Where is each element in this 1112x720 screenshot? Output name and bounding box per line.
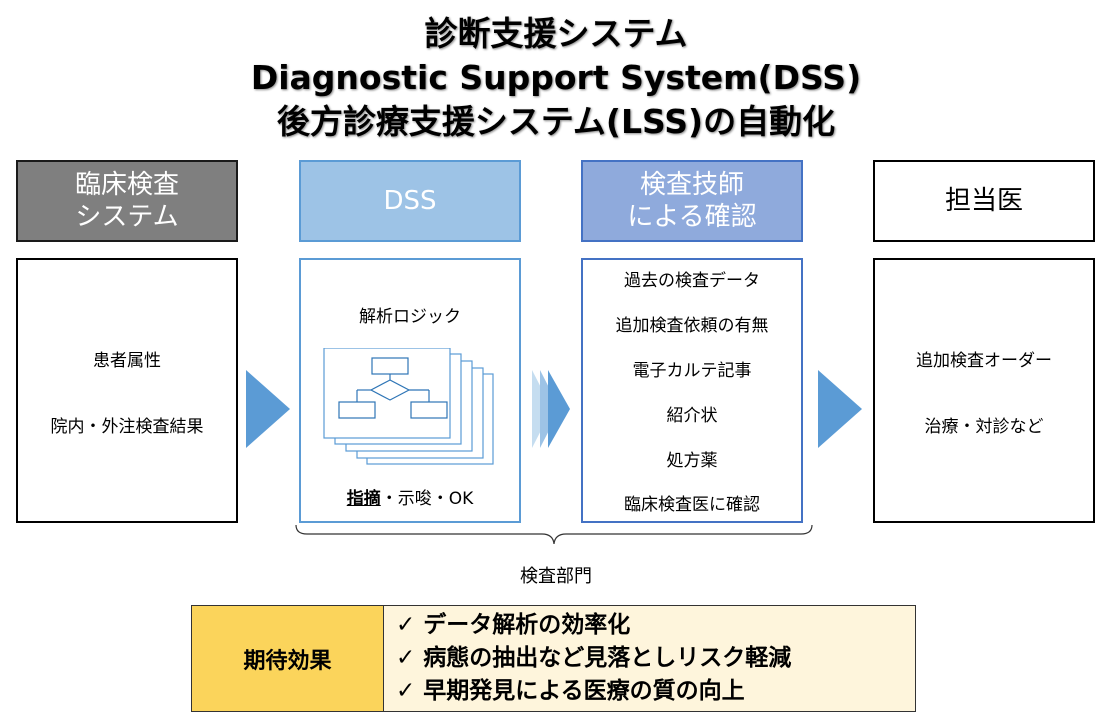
- panel-technician: 過去の検査データ 追加検査依頼の有無 電子カルテ記事 紹介状 処方薬 臨床検査医…: [581, 258, 803, 523]
- panel-doctor: 追加検査オーダー 治療・対診など: [873, 258, 1095, 523]
- panel-dss: 解析ロジック 指摘・示唆・OK: [299, 258, 521, 523]
- arrow-right-icon-2: [818, 370, 862, 448]
- item-test-results: 院内・外注検査結果: [50, 417, 204, 437]
- title-line-1: 診断支援システム: [424, 14, 688, 53]
- panel-clinical-lab: 患者属性 院内・外注検査結果: [16, 258, 238, 523]
- arrow-right-icon: [246, 370, 290, 448]
- department-bracket: [295, 524, 813, 545]
- header-technician-check: 検査技師 による確認: [581, 160, 803, 242]
- item-confirm-physician: 臨床検査医に確認: [624, 495, 760, 515]
- header-dss: DSS: [299, 160, 521, 242]
- effects-label: 期待効果: [191, 605, 384, 712]
- item-referral-letter: 紹介状: [666, 406, 718, 426]
- logic-label: 解析ロジック: [359, 307, 461, 327]
- arrow-gradient-right-icon: [532, 370, 570, 448]
- logic-diagram-icon: [323, 348, 494, 465]
- item-emr-record: 電子カルテ記事: [632, 361, 752, 381]
- title-line-2: Diagnostic Support System(DSS): [250, 58, 862, 97]
- effect-item-3: ✓ 早期発見による医療の質の向上: [396, 678, 745, 704]
- header-clinical-lab-system: 臨床検査 システム: [16, 160, 238, 242]
- effect-item-2: ✓ 病態の抽出など見落としリスク軽減: [396, 645, 792, 671]
- dss-output: 指摘・示唆・OK: [301, 484, 519, 509]
- title-line-3: 後方診療支援システム(LSS)の自動化: [276, 102, 836, 141]
- output-rest: ・示唆・OK: [380, 489, 474, 509]
- effect-item-1: ✓ データ解析の効率化: [396, 612, 631, 638]
- item-prescription: 処方薬: [666, 451, 718, 471]
- expected-effects-table: 期待効果 ✓ データ解析の効率化 ✓ 病態の抽出など見落としリスク軽減 ✓ 早期…: [191, 605, 916, 712]
- effects-list: ✓ データ解析の効率化 ✓ 病態の抽出など見落としリスク軽減 ✓ 早期発見による…: [383, 605, 916, 712]
- item-past-data: 過去の検査データ: [624, 271, 760, 291]
- department-label: 検査部門: [520, 566, 592, 587]
- output-flag: 指摘: [346, 489, 381, 509]
- item-treatment: 治療・対診など: [924, 417, 1044, 437]
- item-additional-test-request: 追加検査依頼の有無: [615, 316, 769, 336]
- item-patient-attributes: 患者属性: [93, 351, 161, 371]
- item-additional-order: 追加検査オーダー: [916, 351, 1052, 371]
- header-attending-doctor: 担当医: [873, 160, 1095, 242]
